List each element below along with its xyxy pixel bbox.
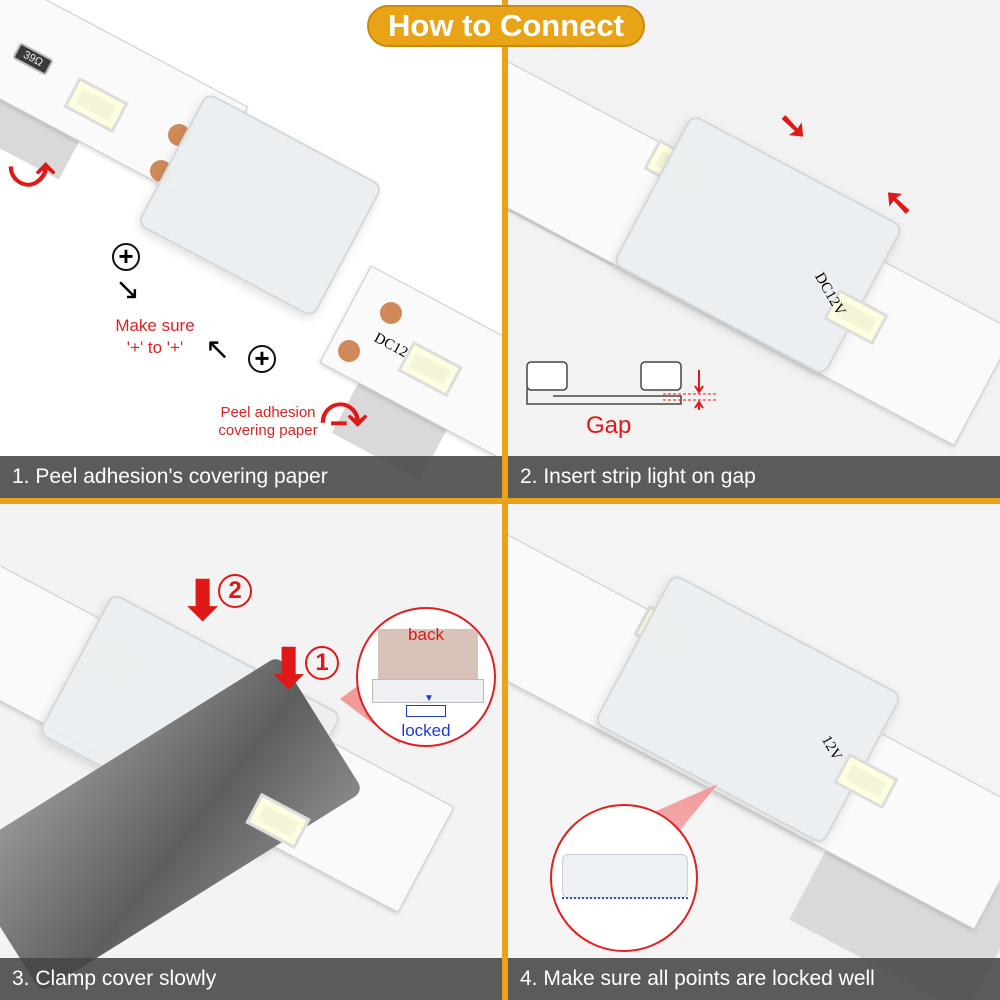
plus-icon: + — [248, 345, 276, 373]
connector-detail — [562, 854, 688, 898]
page-title: How to Connect — [367, 5, 645, 47]
step-3-caption: 3. Clamp cover slowly — [0, 958, 502, 1000]
locked-label: locked — [401, 721, 451, 740]
back-surface — [378, 629, 478, 684]
note-line: covering paper — [218, 422, 318, 439]
back-label: back — [408, 625, 444, 644]
curved-arrow-icon: ⤻ — [8, 147, 56, 196]
arrow-down-icon: ⬇ — [266, 639, 312, 699]
step-1-caption: 1. Peel adhesion's covering paper — [0, 456, 502, 498]
note-line: '+' to '+' — [126, 338, 184, 357]
arrow-down-icon: ⬇ — [180, 571, 226, 631]
note-line: Peel adhesion — [220, 404, 316, 421]
locked-detail-callout — [550, 804, 698, 952]
step-number-1: 1 — [305, 646, 339, 680]
step-2-caption: 2. Insert strip light on gap — [508, 456, 1000, 498]
arrow-down-icon: ▼ — [424, 693, 434, 704]
solder-pad — [338, 340, 360, 362]
step-1-panel: 39Ω DC12V ⤻ ⤼ + + ↘ ↖ Make sure '+' to '… — [0, 0, 502, 498]
solder-pad — [380, 302, 402, 324]
step-2-panel: DC12V ➘ ➘ Gap 2. Insert strip light on g… — [508, 0, 1000, 498]
connector-detail — [372, 679, 484, 703]
arrow-up-left-icon: ➘ — [883, 183, 914, 224]
arrow-up-left-icon: ↖ — [205, 333, 231, 366]
step-3-panel: ⬇ 2 ⬇ 1 back ▼ locked 3. Clamp cover slo… — [0, 504, 502, 1000]
lock-line — [562, 896, 688, 899]
locked-detail-callout: back ▼ locked — [356, 607, 496, 747]
lock-marker — [406, 705, 446, 717]
curved-arrow-icon: ⤼ — [320, 387, 368, 436]
horizontal-divider — [0, 498, 1000, 504]
step-4-panel: 12V 4. Make sure all points are locked w… — [508, 504, 1000, 1000]
plus-icon: + — [112, 243, 140, 271]
arrow-down-right-icon: ➘ — [778, 105, 809, 146]
note-line: Make sure — [115, 316, 195, 335]
step-number-2: 2 — [218, 574, 252, 608]
arrow-down-right-icon: ↘ — [115, 273, 141, 306]
gap-label: Gap — [586, 412, 632, 439]
plus-note: Make sure '+' to '+' — [100, 315, 210, 359]
step-4-caption: 4. Make sure all points are locked well — [508, 958, 1000, 1000]
gap-diagram — [526, 361, 718, 410]
peel-note: Peel adhesion covering paper — [208, 404, 328, 440]
